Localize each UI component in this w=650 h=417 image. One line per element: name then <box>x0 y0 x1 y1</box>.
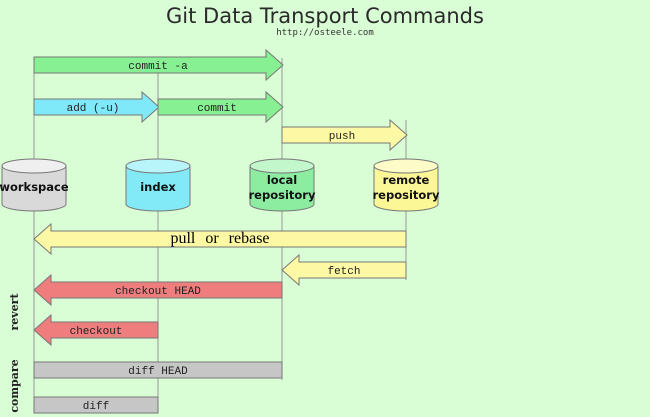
local-label-line1: local <box>267 173 297 187</box>
revert-label: revert <box>8 293 21 331</box>
pull-or-label: or <box>205 230 219 247</box>
pull-rebase-arrow: pull or rebase <box>33 222 407 256</box>
local-label-line2: repository <box>249 188 316 202</box>
remote-label-line2: repository <box>373 188 440 202</box>
checkout-head-arrow: checkout HEAD <box>33 273 283 307</box>
commit-a-label: commit -a <box>128 61 188 73</box>
diff-head-bar: diff HEAD <box>33 361 283 379</box>
diff-head-label: diff HEAD <box>128 366 188 378</box>
workspace-store: workspace <box>0 158 69 212</box>
compare-label: compare <box>8 359 21 412</box>
page-title: Git Data Transport Commands <box>166 4 484 28</box>
commit-arrow: commit <box>157 90 284 124</box>
push-arrow: push <box>281 118 408 152</box>
source-url: http://osteele.com <box>276 28 374 38</box>
rebase-label: rebase <box>229 230 270 247</box>
pull-label: pull <box>170 230 195 247</box>
checkout-head-label: checkout HEAD <box>115 286 201 298</box>
add-label: add (-u) <box>67 103 120 115</box>
fetch-arrow: fetch <box>281 253 407 287</box>
pull-rebase-label: pull or rebase <box>170 230 269 247</box>
diff-bar: diff <box>33 396 159 414</box>
fetch-label: fetch <box>327 266 360 278</box>
checkout-arrow: checkout <box>33 313 159 347</box>
remote-label-line1: remote <box>383 173 430 187</box>
index-store: index <box>125 158 191 212</box>
local-repository-store: local repository <box>249 158 316 212</box>
push-label: push <box>329 131 355 143</box>
workspace-label: workspace <box>0 180 69 194</box>
checkout-label: checkout <box>70 326 123 338</box>
add-arrow: add (-u) <box>33 90 160 124</box>
diff-label: diff <box>83 401 109 413</box>
commit-a-arrow: commit -a <box>33 48 284 82</box>
index-label: index <box>140 180 176 194</box>
commit-label: commit <box>197 103 237 115</box>
remote-repository-store: remote repository <box>373 158 440 212</box>
